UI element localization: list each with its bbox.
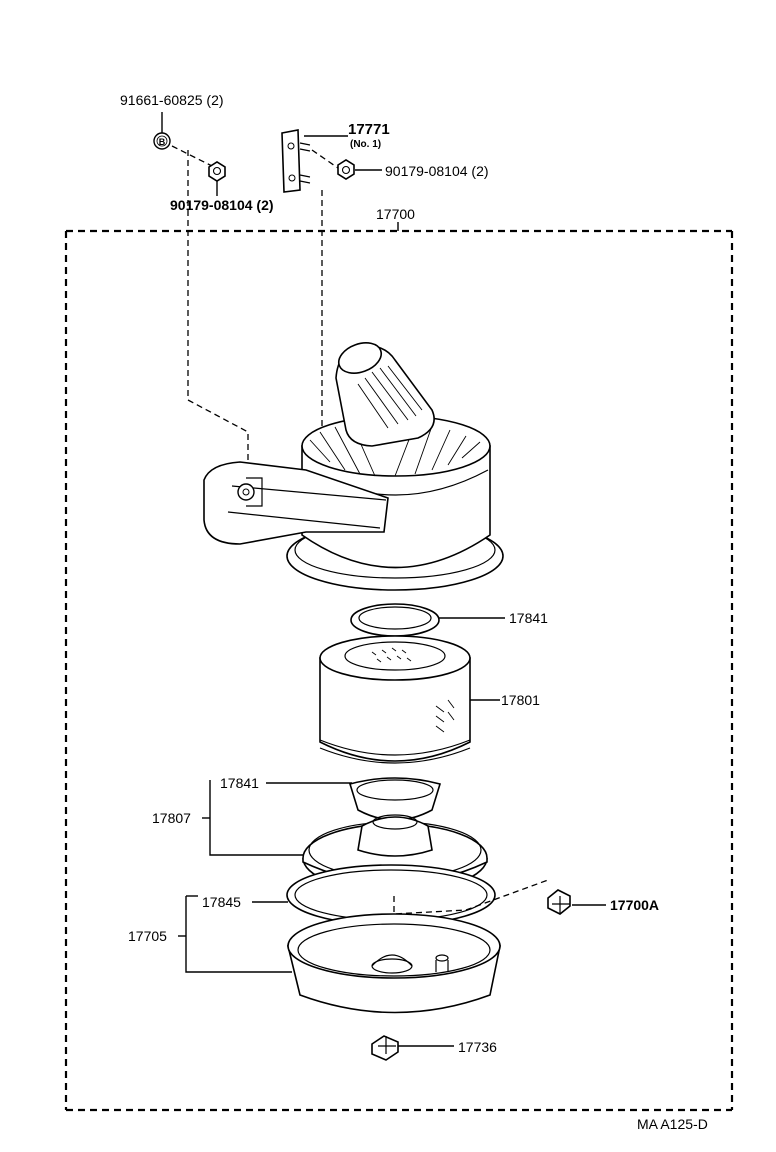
label-17771: 17771 — [348, 121, 390, 138]
label-17841-mid: 17841 — [220, 775, 259, 791]
label-17736: 17736 — [458, 1039, 497, 1055]
bracket-17771-icon — [281, 129, 348, 193]
label-17700A: 17700A — [610, 897, 660, 913]
filter-element-17801 — [319, 635, 500, 764]
label-17845: 17845 — [202, 894, 241, 910]
lower-case-17705 — [178, 895, 501, 1014]
label-17801: 17801 — [501, 692, 540, 708]
gasket-17841-mid — [266, 777, 442, 821]
air-cleaner-housing — [203, 342, 504, 591]
label-17807: 17807 — [152, 810, 191, 826]
nut-left-icon — [208, 161, 226, 196]
label-90179-08104-right: 90179-08104 (2) — [385, 163, 489, 179]
bolt-marker-icon: B — [153, 112, 171, 150]
label-91661-60825: 91661-60825 (2) — [120, 92, 224, 108]
clip-17700A-icon — [393, 879, 606, 915]
label-17700: 17700 — [376, 206, 415, 222]
svg-text:B: B — [159, 137, 166, 147]
nut-right-icon — [337, 159, 382, 180]
assembly-boundary — [64, 222, 734, 1112]
label-90179-08104-left: 90179-08104 (2) — [170, 197, 274, 213]
label-17771-sub: (No. 1) — [350, 139, 382, 150]
label-17705: 17705 — [128, 928, 167, 944]
label-17841-top: 17841 — [509, 610, 548, 626]
gasket-17841-top — [350, 603, 505, 637]
diagram-code: MA A125-D — [637, 1116, 708, 1132]
clip-17736-icon — [371, 1035, 454, 1061]
